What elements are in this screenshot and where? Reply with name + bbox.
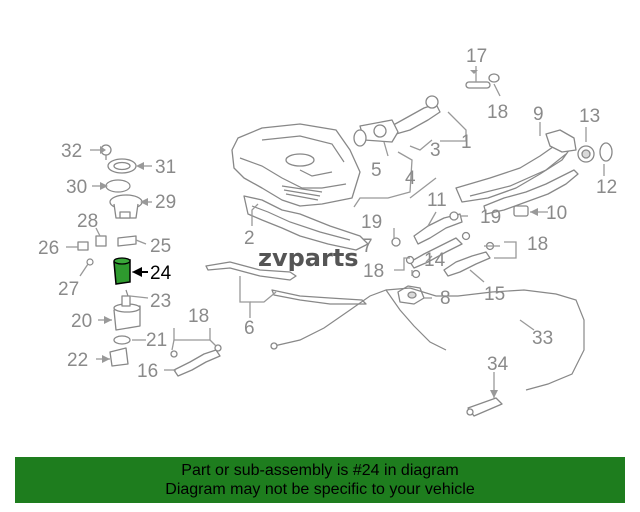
clip-10[interactable] <box>513 205 529 217</box>
hose-14[interactable] <box>409 237 463 269</box>
callout-labels: 1 2 3 4 5 6 7 8 9 10 11 12 13 14 15 16 1… <box>38 46 617 382</box>
callout-25: 25 <box>150 236 171 257</box>
callout-10: 10 <box>546 203 567 224</box>
callout-22: 22 <box>67 350 88 371</box>
arrow-icon <box>100 182 108 190</box>
callout-20: 20 <box>71 311 92 332</box>
callout-13: 13 <box>579 106 600 127</box>
arrow-icon <box>102 355 110 363</box>
callout-33: 33 <box>532 328 553 349</box>
callout-18-right: 18 <box>527 234 548 255</box>
callout-23: 23 <box>150 291 171 312</box>
arrow-icon <box>100 146 106 154</box>
parts-diagram: 1 2 3 4 5 6 7 8 9 10 11 12 13 14 15 16 1… <box>38 46 617 417</box>
hose-15[interactable] <box>443 251 491 277</box>
o-ring-27[interactable] <box>86 258 94 266</box>
footer-line-1: Part or sub-assembly is #24 in diagram <box>181 462 459 479</box>
watermark-text: zvparts <box>258 244 359 272</box>
callout-8: 8 <box>440 288 451 309</box>
pump-20[interactable] <box>113 295 141 331</box>
callout-14: 14 <box>424 250 446 271</box>
vent-tube-17[interactable] <box>465 73 500 89</box>
callout-34: 34 <box>487 354 509 375</box>
callout-19-right: 19 <box>480 207 501 228</box>
strainer-21[interactable] <box>113 335 131 345</box>
bracket-22[interactable] <box>109 347 129 367</box>
tank-support-bracket[interactable] <box>243 195 369 251</box>
arrow-icon <box>104 316 112 324</box>
hose-11[interactable] <box>413 213 463 245</box>
callout-1: 1 <box>461 132 472 153</box>
arrow-icon <box>132 267 142 277</box>
arrow-icon <box>490 390 498 398</box>
callout-29: 29 <box>155 192 176 213</box>
filler-neck[interactable] <box>455 129 579 215</box>
release-cable[interactable] <box>270 287 585 391</box>
fuel-cap[interactable] <box>577 145 595 163</box>
release-handle[interactable] <box>466 397 503 417</box>
callout-2: 2 <box>244 228 255 249</box>
callout-12: 12 <box>596 177 617 198</box>
callout-3: 3 <box>430 140 441 161</box>
arrow-icon <box>530 208 538 216</box>
callout-5: 5 <box>371 160 382 181</box>
callout-17: 17 <box>466 46 487 67</box>
arrow-icon <box>136 162 144 170</box>
tank-straps[interactable] <box>205 261 367 305</box>
filter-25[interactable] <box>117 235 137 247</box>
clamps-18-19[interactable] <box>391 211 495 279</box>
seal-30[interactable] <box>105 179 131 193</box>
callout-24-highlighted: 24 <box>150 263 172 284</box>
callout-31: 31 <box>155 157 176 178</box>
footer-notice: Part or sub-assembly is #24 in diagram D… <box>15 457 625 503</box>
zvparts-watermark-logo: zvparts <box>258 244 359 272</box>
callout-30: 30 <box>66 177 87 198</box>
fuel-pump-highlighted[interactable] <box>113 257 131 285</box>
callout-11: 11 <box>427 190 447 211</box>
callout-7: 7 <box>362 236 373 257</box>
callout-18-top: 18 <box>487 102 508 123</box>
callout-28: 28 <box>77 211 98 232</box>
callout-21: 21 <box>146 330 167 351</box>
vent-valve-assembly[interactable] <box>353 95 441 147</box>
callout-19-left: 19 <box>361 212 382 233</box>
callout-arrows <box>100 70 538 398</box>
hose-16[interactable] <box>170 344 222 377</box>
connector-28[interactable] <box>95 235 107 247</box>
callout-4: 4 <box>405 168 416 189</box>
arrow-icon <box>140 198 148 206</box>
callout-15: 15 <box>484 284 505 305</box>
callout-18-left: 18 <box>188 306 209 327</box>
callout-32: 32 <box>61 141 82 162</box>
footer-line-2: Diagram may not be specific to your vehi… <box>165 481 475 498</box>
callout-16: 16 <box>137 361 158 382</box>
callout-9: 9 <box>533 104 544 125</box>
screw-32[interactable] <box>100 144 112 160</box>
sender-flange-29[interactable] <box>109 194 143 219</box>
lock-ring-31[interactable] <box>107 158 137 174</box>
arrow-icon <box>470 70 478 74</box>
callout-18-mid: 18 <box>363 261 384 282</box>
callout-27: 27 <box>58 279 79 300</box>
fuel-tank[interactable] <box>231 123 361 207</box>
callout-26: 26 <box>38 238 59 259</box>
callout-6: 6 <box>244 318 255 339</box>
filler-ring[interactable] <box>599 142 613 162</box>
clip-26[interactable] <box>77 241 89 251</box>
